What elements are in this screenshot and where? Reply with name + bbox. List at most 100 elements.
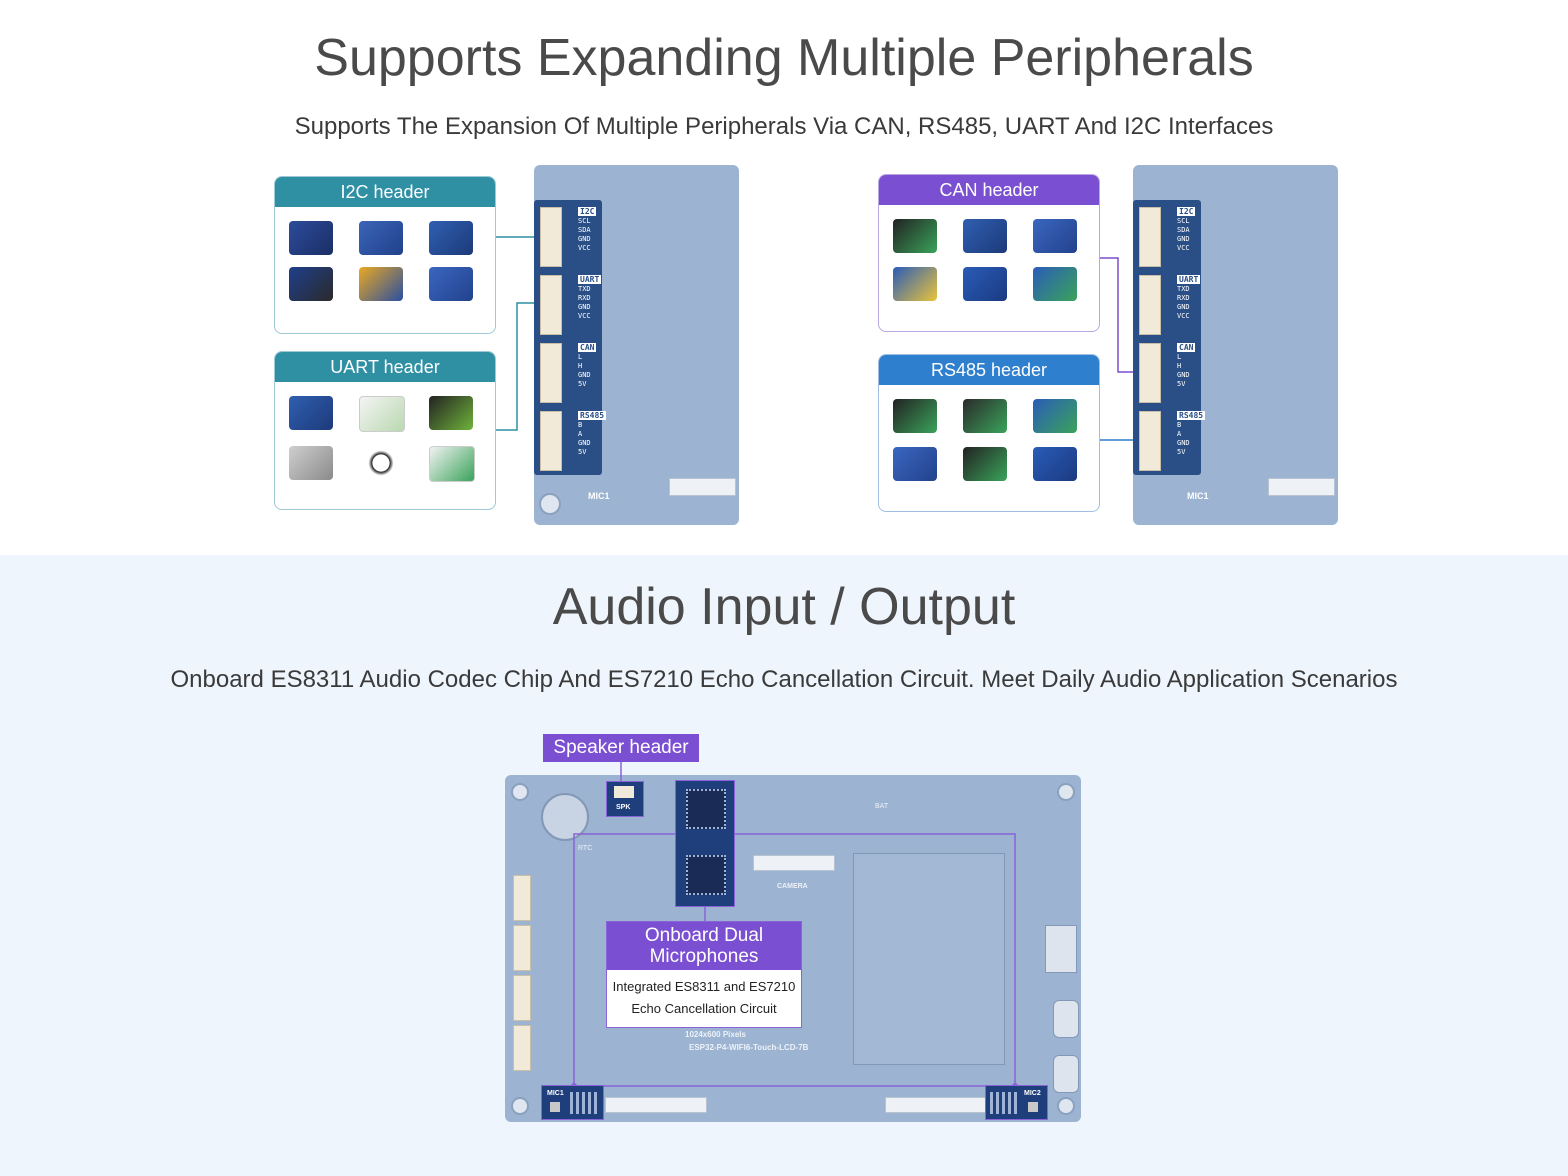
- mount-hole-left: [539, 493, 561, 515]
- i2c-connector: [540, 207, 562, 267]
- mic1-icon: [550, 1102, 560, 1112]
- camera-module-icon: [289, 221, 333, 255]
- rs485-board-icon: [893, 447, 937, 481]
- mount-hole-br: [1057, 1097, 1075, 1115]
- rs485-connector-right: [1139, 411, 1161, 471]
- rs485-header-title: RS485 header: [879, 355, 1099, 385]
- can-board-icon: [1033, 219, 1077, 253]
- mount-hole-tl: [511, 783, 529, 801]
- audio-codec-chips: [675, 780, 735, 907]
- uart-connector-main: [513, 925, 531, 971]
- camera-connector: [753, 855, 835, 871]
- spk-label: SPK: [616, 804, 631, 811]
- rtc-module-icon: [289, 267, 333, 301]
- imu-module-icon: [429, 267, 473, 301]
- mic1-label: MIC1: [547, 1090, 564, 1097]
- rs485-pin-labels: RS485 B A GND 5V: [578, 411, 607, 456]
- dual-mic-title-line1: Onboard Dual: [644, 925, 764, 946]
- camera-label: CAMERA: [777, 883, 808, 890]
- speaker-connector: SPK: [606, 781, 644, 817]
- usb-c-port-2: [1053, 1055, 1079, 1093]
- dual-mic-desc: Integrated ES8311 and ES7210 Echo Cancel…: [607, 970, 801, 1020]
- uart-pin-labels-right: UART TXD RXD GND VCC: [1177, 275, 1201, 320]
- mic2-component: MIC2: [985, 1085, 1048, 1120]
- uart-module-grid: [275, 382, 495, 496]
- mic2-label: MIC2: [1024, 1090, 1041, 1097]
- rs485-ethernet-icon: [893, 399, 937, 433]
- i2c-header-card: I2C header: [274, 176, 496, 334]
- mount-hole-bl: [511, 1097, 529, 1115]
- rs485-gateway-icon: [963, 399, 1007, 433]
- dual-mic-desc-line2: Echo Cancellation Circuit: [631, 1001, 777, 1016]
- rtc-battery: [541, 793, 589, 841]
- uart-connector-right: [1139, 275, 1161, 335]
- can-connector: [540, 343, 562, 403]
- rs485-hat-icon: [1033, 399, 1077, 433]
- can-header-card: CAN header: [878, 174, 1100, 332]
- can-industrial-module-icon: [893, 219, 937, 253]
- mic1-label-right: MIC1: [1187, 491, 1209, 501]
- dual-mic-title: Onboard Dual Microphones: [607, 922, 801, 970]
- peripherals-title: Supports Expanding Multiple Peripherals: [314, 29, 1254, 87]
- usb-cable-icon: [359, 446, 403, 480]
- i2c-module-grid: [275, 207, 495, 315]
- audio-subtitle: Onboard ES8311 Audio Codec Chip And ES72…: [170, 666, 1398, 693]
- mic1-pads: [570, 1092, 598, 1114]
- rs485-header-card: RS485 header: [878, 354, 1100, 512]
- fpc-connector-left: [669, 478, 736, 496]
- uart-header-title: UART header: [275, 352, 495, 382]
- es8311-chip: [686, 789, 726, 829]
- mount-hole-tr: [1057, 783, 1075, 801]
- bat-label: BAT: [875, 803, 889, 810]
- usb-a-port: [1045, 925, 1077, 973]
- rs485-converter-icon: [1033, 447, 1077, 481]
- mic1-label-left: MIC1: [588, 491, 610, 501]
- speaker-socket: [614, 786, 634, 798]
- dual-mic-callout: Onboard Dual Microphones Integrated ES83…: [606, 921, 802, 1028]
- dual-mic-title-line2: Microphones: [649, 946, 759, 967]
- mic1-component: MIC1: [541, 1085, 604, 1120]
- ethernet-module-icon: [289, 446, 333, 480]
- pixels-label: 1024x600 Pixels: [685, 1030, 746, 1039]
- can-expansion-icon: [963, 267, 1007, 301]
- i2c-pin-labels-right: I2C SCL SDA GND VCC: [1177, 207, 1196, 252]
- board-right: I2C SCL SDA GND VCC UART TXD RXD GND VCC…: [1133, 165, 1338, 525]
- rs485-connector-main: [513, 1025, 531, 1071]
- es7210-chip: [686, 855, 726, 895]
- can-connector-right: [1139, 343, 1161, 403]
- fpc-connector-right: [1268, 478, 1335, 496]
- serial-module-icon: [289, 396, 333, 430]
- can-pin-labels-right: CAN L H GND 5V: [1177, 343, 1196, 388]
- sensor-module-icon: [359, 221, 403, 255]
- peripherals-subtitle: Supports The Expansion Of Multiple Perip…: [294, 113, 1274, 140]
- can-transceiver-icon: [963, 219, 1007, 253]
- audio-title: Audio Input / Output: [552, 578, 1016, 636]
- rtc-label: RTC: [578, 845, 593, 852]
- dual-mic-desc-line1: Integrated ES8311 and ES7210: [612, 979, 796, 994]
- fpc-bottom-left: [605, 1097, 707, 1113]
- mic2-pads: [990, 1092, 1018, 1114]
- din-rail-converter-icon: [359, 396, 405, 432]
- usb-c-port-1: [1053, 1000, 1079, 1038]
- rs485-connector: [540, 411, 562, 471]
- uart-connector: [540, 275, 562, 335]
- din-rail-module-icon: [429, 446, 475, 482]
- rs485-pin-labels-right: RS485 B A GND 5V: [1177, 411, 1206, 456]
- can-module-grid: [879, 205, 1099, 315]
- can-terminal-icon: [1033, 267, 1077, 301]
- lcd-area: [853, 853, 1005, 1065]
- speaker-header-label: Speaker header: [543, 734, 699, 762]
- board-left: I2C SCL SDA GND VCC UART TXD RXD GND VCC…: [534, 165, 739, 525]
- usb-adapter-icon: [429, 396, 473, 430]
- rs485-relay-icon: [963, 447, 1007, 481]
- uart-header-card: UART header: [274, 351, 496, 510]
- can-hat-icon: [893, 267, 937, 301]
- model-label: ESP32-P4-WIFI6-Touch-LCD-7B: [689, 1043, 809, 1052]
- i2c-connector-right: [1139, 207, 1161, 267]
- uart-pin-labels: UART TXD RXD GND VCC: [578, 275, 602, 320]
- can-connector-main: [513, 975, 531, 1021]
- i2c-pin-labels: I2C SCL SDA GND VCC: [578, 207, 597, 252]
- i2c-header-title: I2C header: [275, 177, 495, 207]
- light-sensor-icon: [429, 221, 473, 255]
- can-header-title: CAN header: [879, 175, 1099, 205]
